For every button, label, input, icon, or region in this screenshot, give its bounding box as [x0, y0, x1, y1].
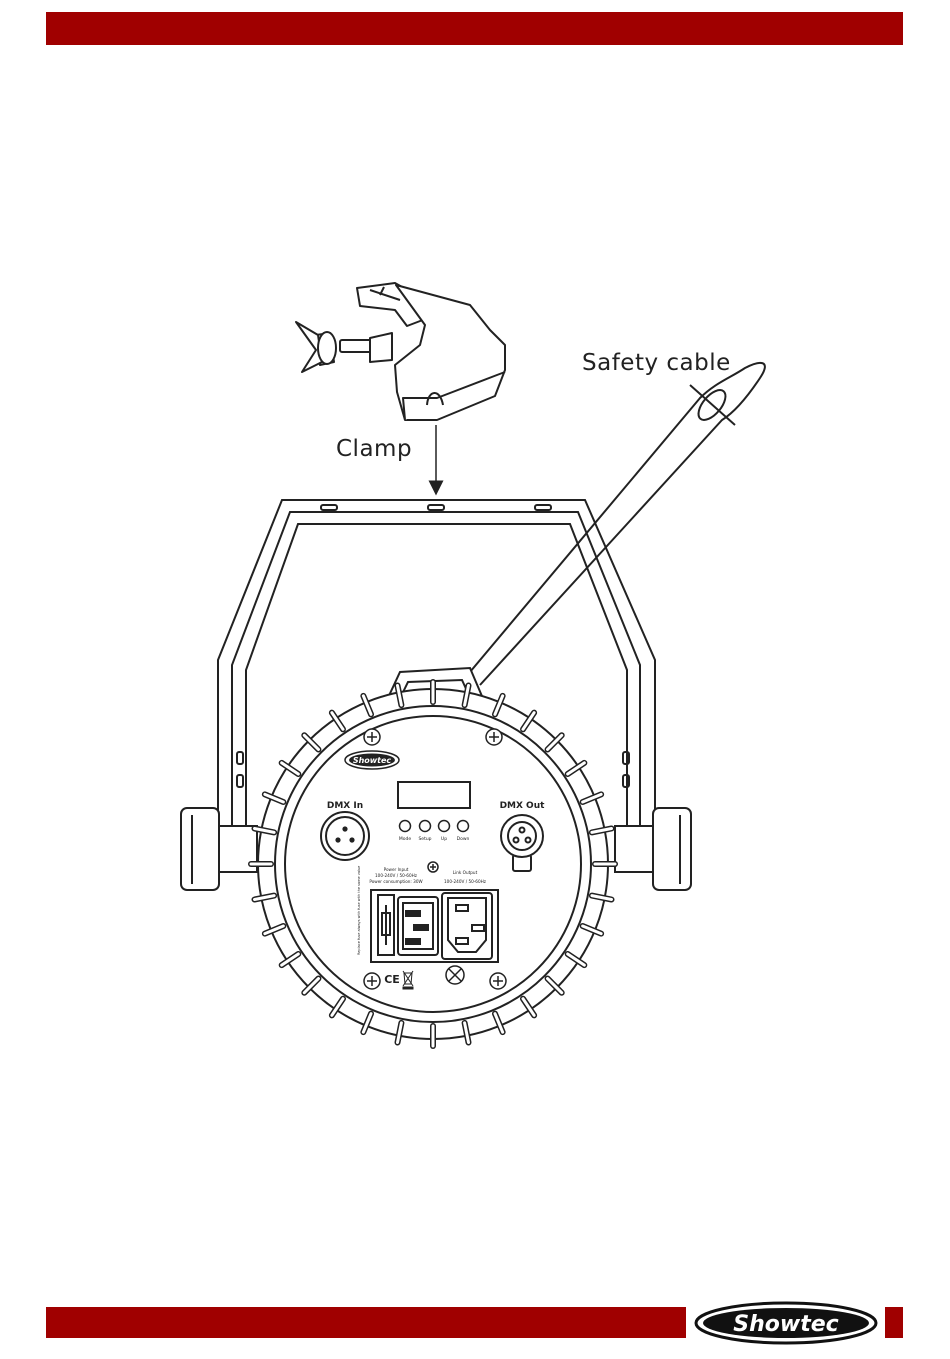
- clamp-label: Clamp: [336, 436, 412, 462]
- fuse-instructions: Replace fuse always with fuse with the s…: [357, 866, 361, 955]
- up-button[interactable]: [439, 821, 450, 832]
- showtec-logo-text: Showtec: [733, 1312, 838, 1337]
- link-output-title: Link Output: [453, 870, 478, 875]
- showtec-logo: Showtec: [693, 1300, 879, 1346]
- power-input-rating: 100-240V / 50-60Hz: [375, 873, 418, 878]
- mode-button[interactable]: [400, 821, 411, 832]
- link-output-socket[interactable]: [442, 893, 492, 959]
- device-brand-text: Showtec: [353, 756, 392, 765]
- up-button-label: Up: [441, 836, 447, 842]
- setup-button[interactable]: [420, 821, 431, 832]
- footer-bar-end: [885, 1307, 903, 1338]
- power-input-socket[interactable]: [398, 897, 438, 955]
- dmx-out-label: DMX Out: [500, 801, 546, 811]
- mounting-illustration: Showtec Mode Setup Up Down DMX In DMX Ou…: [0, 0, 950, 1300]
- dmx-in-connector[interactable]: [321, 812, 369, 860]
- mode-button-label: Mode: [399, 836, 411, 842]
- setup-button-label: Setup: [418, 836, 431, 842]
- safety-cable-label: Safety cable: [582, 350, 731, 376]
- dmx-in-label: DMX In: [327, 801, 363, 811]
- clamp-illustration: [296, 283, 505, 420]
- footer-bar: [46, 1307, 686, 1338]
- down-button-label: Down: [457, 836, 470, 842]
- link-output-rating: 100-240V / 50-60Hz: [444, 879, 487, 884]
- ce-mark: CE: [384, 973, 400, 986]
- lcd-display: [398, 782, 470, 808]
- power-input-title: Power Input: [384, 867, 409, 872]
- down-button[interactable]: [458, 821, 469, 832]
- device-brand-badge: Showtec: [345, 751, 399, 769]
- power-consumption: Power consumption: 30W: [369, 879, 422, 884]
